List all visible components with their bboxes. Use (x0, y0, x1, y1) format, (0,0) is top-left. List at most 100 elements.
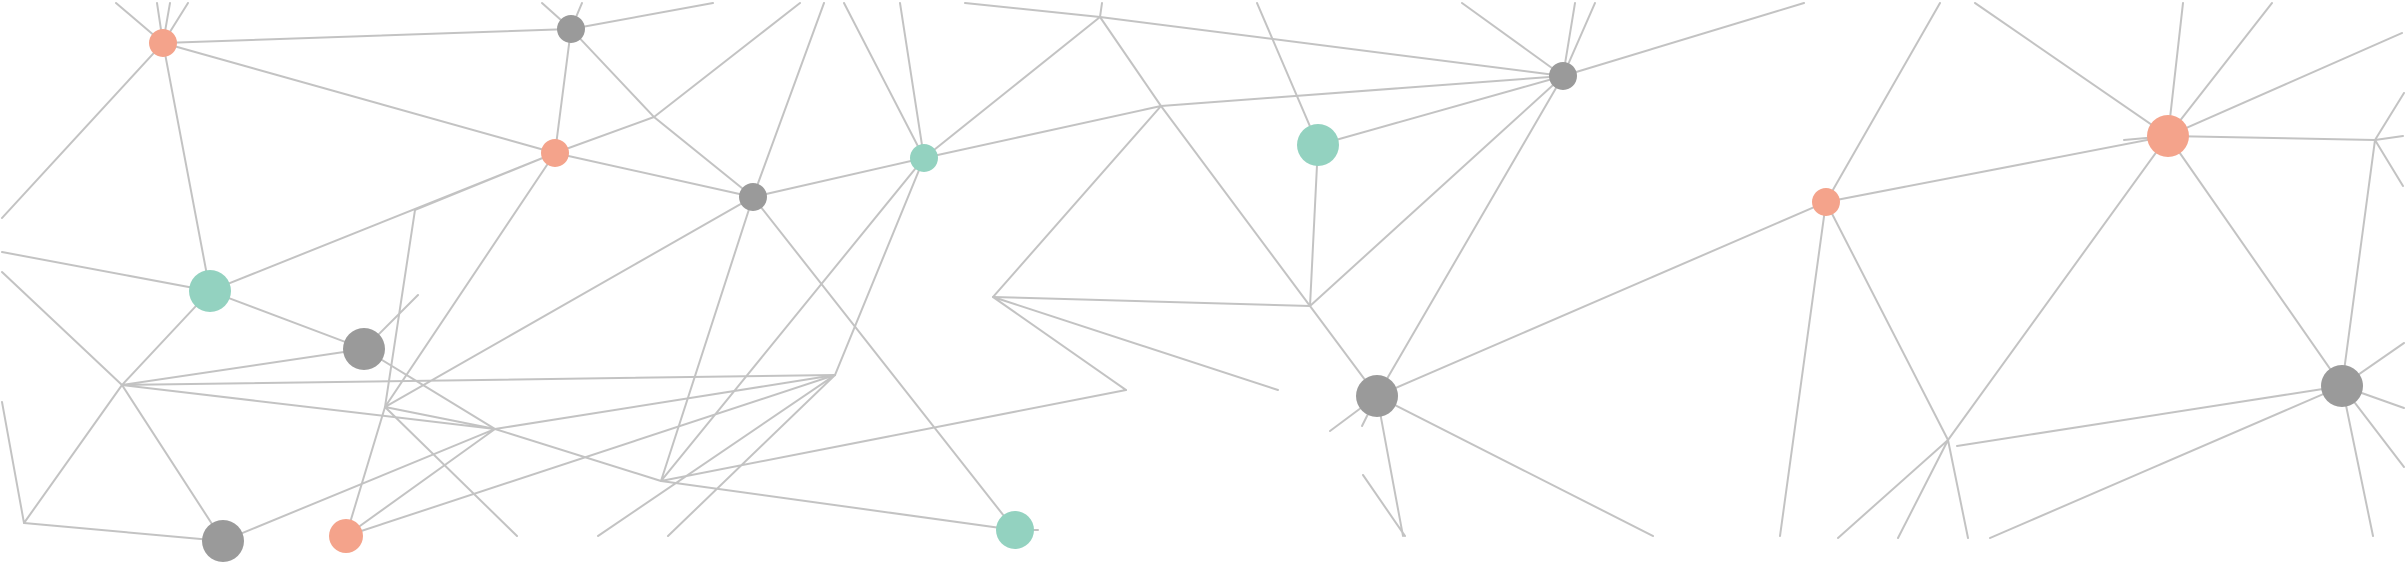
network-edge (1897, 439, 1949, 539)
network-edge (363, 348, 496, 430)
network-node-gray (739, 183, 767, 211)
network-edge (1376, 395, 1654, 537)
network-edge (384, 209, 416, 408)
network-node-teal (910, 144, 938, 172)
network-edge (1099, 16, 1564, 77)
network-edge (1, 251, 211, 292)
network-edge (554, 152, 754, 198)
network-edge (2167, 2, 2184, 137)
network-edge (1099, 2, 1103, 18)
network-node-salmon (1812, 188, 1840, 216)
network-edge (554, 116, 655, 154)
network-edge (1779, 201, 1827, 537)
network-edge (162, 28, 572, 44)
network-node-teal (996, 511, 1034, 549)
network-edge (1956, 385, 2343, 447)
network-edge (1160, 75, 1564, 107)
network-edge (1825, 135, 2169, 203)
network-node-teal (189, 270, 231, 312)
network-edge (345, 406, 386, 537)
network-edge (899, 2, 925, 159)
network-node-gray (343, 328, 385, 370)
node-layer (149, 15, 2363, 562)
network-edge (1, 401, 25, 524)
network-edge (23, 522, 224, 542)
network-edge (1947, 439, 1969, 539)
network-edge (1825, 201, 1949, 441)
network-edge (1099, 16, 1162, 107)
network-edge (1309, 144, 1319, 307)
network-edge (660, 196, 754, 482)
network-node-salmon (329, 519, 363, 553)
network-node-gray (1356, 375, 1398, 417)
network-edge (834, 157, 925, 376)
network-edge (653, 116, 754, 198)
network-edge (660, 389, 1127, 482)
network-edge (752, 196, 1016, 531)
network-edge (1317, 75, 1564, 146)
network-edge (2167, 135, 2376, 141)
network-edge (494, 428, 662, 482)
network-edge (345, 428, 496, 537)
network-edge (1160, 105, 1311, 307)
network-edge (384, 406, 496, 430)
network-edge (923, 16, 1101, 159)
network-node-gray (202, 520, 244, 562)
network-edge (1, 42, 164, 219)
network-edge (414, 152, 556, 211)
network-edge (1837, 439, 1949, 539)
network-edge (1376, 201, 1827, 397)
network-edge (121, 384, 224, 542)
network-node-salmon (2147, 115, 2189, 157)
edge-layer (1, 2, 2405, 542)
network-edge (2167, 32, 2403, 137)
network-edge (752, 2, 825, 198)
network-node-gray (557, 15, 585, 43)
network-edge (209, 290, 365, 350)
network-edge (384, 152, 556, 408)
network-edge (2341, 139, 2376, 387)
network-edge (1256, 2, 1319, 146)
network-node-gray (2321, 365, 2363, 407)
network-edge (1376, 395, 1404, 537)
network-edge (1309, 75, 1564, 307)
network-edge (384, 196, 754, 408)
network-edge (660, 480, 1016, 531)
network-edge (992, 296, 1279, 391)
network-edge (964, 2, 1101, 18)
network-edge (2374, 92, 2405, 141)
network-edge (1362, 474, 1406, 537)
network-edge (1989, 385, 2343, 539)
network-edge (23, 384, 123, 524)
network-edge (162, 42, 556, 154)
network-node-gray (1549, 62, 1577, 90)
network-node-salmon (541, 139, 569, 167)
network-edge (843, 2, 925, 159)
network-edge (1825, 2, 1941, 203)
network-edge (2341, 385, 2374, 537)
network-edge (554, 28, 572, 154)
network-edge (384, 406, 518, 537)
network-edge (222, 428, 496, 542)
network-edge (570, 28, 655, 118)
network-edge (660, 157, 925, 482)
network-edge (667, 374, 836, 537)
network-edge (597, 374, 836, 537)
network-edge (1461, 2, 1564, 77)
network-edge (162, 42, 211, 292)
network-edge (121, 384, 496, 430)
network-edge (2374, 135, 2404, 141)
network-edge (992, 105, 1162, 298)
network-edge (653, 2, 801, 118)
network-node-salmon (149, 29, 177, 57)
network-edge (1947, 135, 2169, 441)
network-edge (570, 2, 714, 30)
network-edge (1974, 2, 2169, 137)
network-edge (2374, 139, 2404, 187)
network-node-teal (1297, 124, 1339, 166)
network-edge (1, 271, 123, 386)
network-edge (1376, 75, 1564, 397)
network-edge (923, 105, 1162, 159)
